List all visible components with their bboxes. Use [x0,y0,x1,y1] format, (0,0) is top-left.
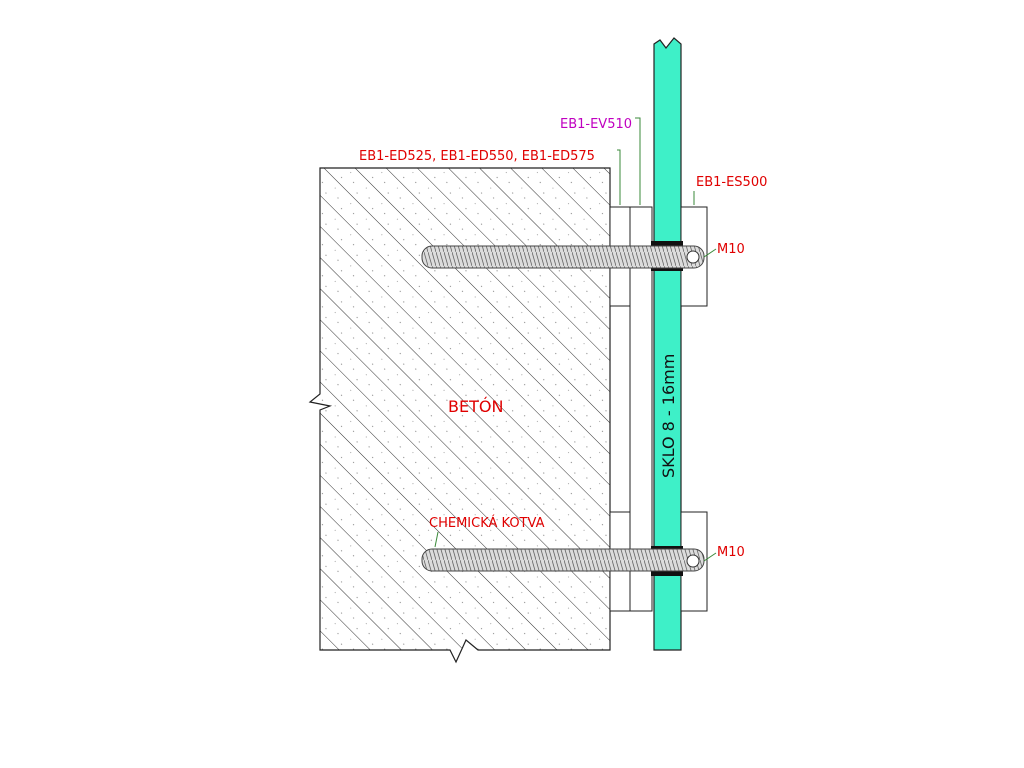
concrete-label: BETÓN [448,397,503,416]
bolt-label-top: M10 [717,242,745,257]
cap-label: EB1-ES500 [696,175,767,190]
spacer-tube [629,206,653,612]
threaded-rod-top [421,245,705,269]
concrete-block [308,167,611,664]
rod-end-bottom [686,554,700,568]
leader-lines [434,117,717,562]
chemical-anchor-label: CHEMICKÁ KOTVA [429,515,545,531]
spacer-label: EB1-ED525, EB1-ED550, EB1-ED575 [359,149,595,164]
threaded-rod-bottom [421,548,705,572]
bolt-label-bottom: M10 [717,545,745,560]
rod-end-top [686,250,700,264]
sleeve-label: EB1-EV510 [560,117,632,132]
glass-label: SKLO 8 - 16mm [659,354,678,478]
